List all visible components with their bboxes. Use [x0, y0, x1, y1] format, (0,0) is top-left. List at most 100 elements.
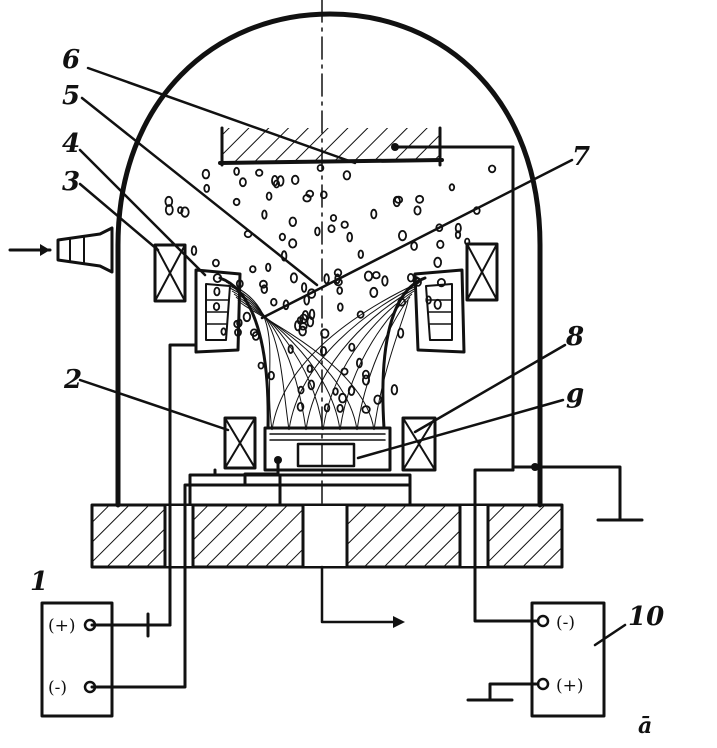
vapor-particle: [370, 208, 378, 220]
outer-coil-right: [465, 242, 499, 302]
vapor-particle: [288, 238, 298, 249]
vapor-particle: [361, 369, 370, 380]
vapor-particle: [233, 166, 240, 176]
field-line: [339, 293, 413, 431]
vapor-particle: [249, 265, 257, 274]
callout-7: 7: [572, 142, 590, 172]
gas-inlet: [8, 226, 114, 274]
vapor-particle: [270, 297, 278, 307]
vapor-particle: [305, 189, 315, 198]
vapor-particle: [306, 316, 315, 328]
field-line: [235, 296, 358, 431]
vapor-particle: [267, 370, 275, 381]
vapor-particle: [392, 195, 401, 208]
vapor-particle: [336, 302, 344, 312]
field-line: [373, 299, 409, 431]
vapor-particle: [201, 168, 211, 180]
vapor-particle: [213, 286, 221, 297]
vapor-particle: [319, 190, 328, 200]
vapor-particle: [454, 222, 462, 234]
vapor-particle: [373, 394, 383, 405]
vapor-particle: [257, 361, 265, 370]
vapor-particle: [307, 379, 315, 391]
vapor-particle: [336, 286, 344, 295]
bell-jar: [115, 11, 543, 508]
base-plate: [90, 503, 564, 569]
vapor-particle: [212, 302, 221, 312]
vapor-particle: [433, 298, 442, 310]
vapor-particle: [289, 272, 298, 284]
crucible-stand: [188, 468, 412, 507]
pump-outlet-arrow: [320, 565, 405, 628]
vapor-particle: [410, 241, 418, 251]
vapor-particle: [232, 197, 241, 207]
vapor-particle: [329, 214, 338, 222]
vapor-particle: [357, 249, 364, 259]
vapor-particle: [190, 245, 198, 256]
vapor-particle: [265, 262, 272, 273]
magnetic-funnel: [218, 276, 427, 431]
outer-coil-left: [153, 243, 187, 303]
vapor-particle: [261, 209, 268, 220]
vapor-particle: [323, 273, 330, 285]
vapor-particle: [288, 216, 297, 228]
vapor-particle: [435, 223, 444, 233]
vapor-particle: [314, 226, 321, 237]
vapor-particle: [333, 268, 343, 278]
vapor-particle: [164, 204, 174, 216]
vapor-particle: [255, 168, 264, 177]
vapor-particle: [296, 401, 305, 412]
vapor-particle: [415, 194, 425, 204]
vapor-particle: [390, 384, 399, 396]
field-line: [231, 290, 324, 431]
vapor-particle: [433, 256, 443, 268]
vapor-particle: [177, 206, 184, 215]
vapor-particle: [306, 364, 313, 374]
supply-left-plus-label: (+): [48, 616, 76, 636]
vapor-particle: [211, 258, 220, 268]
vapor-particle: [278, 232, 286, 242]
vapor-particle: [276, 175, 285, 187]
vapor-particle: [164, 195, 174, 207]
vapor-particle: [369, 286, 379, 298]
vapor-particles: [164, 164, 497, 414]
power-supply-right: (-) (+): [530, 601, 606, 718]
vapor-particle: [238, 177, 247, 188]
vapor-particle: [342, 170, 352, 181]
vapor-particle: [260, 284, 268, 295]
vapor-particle: [298, 325, 307, 337]
vapor-particle: [355, 357, 363, 369]
vapor-particle: [258, 279, 268, 289]
supply-right-plus-label: (+): [556, 676, 584, 696]
vapor-particle: [381, 275, 389, 287]
vapor-particle: [363, 270, 374, 282]
field-line: [288, 284, 419, 431]
vapor-particle: [287, 344, 294, 355]
vapor-particle: [397, 230, 407, 242]
supply-right-minus-label: (-): [556, 613, 575, 633]
field-line: [227, 284, 290, 431]
callout-9: g: [566, 379, 584, 409]
upper-coil-left: [194, 268, 242, 354]
callout-1: 1: [30, 567, 48, 597]
vapor-particle: [361, 374, 370, 386]
vapor-particle: [340, 220, 349, 229]
vapor-particle: [347, 385, 356, 396]
callout-2: 2: [63, 365, 82, 395]
vapor-particle: [271, 174, 279, 187]
vapor-particle: [203, 183, 211, 193]
vapor-particle: [220, 327, 227, 336]
corner-mark: ā: [638, 713, 652, 739]
callout-8: 8: [565, 322, 584, 352]
vapor-particle: [413, 205, 422, 216]
vapor-particle: [291, 174, 300, 185]
vapor-particle: [346, 231, 354, 243]
wiring: [90, 343, 644, 702]
vapor-particle: [319, 346, 327, 357]
vapor-particle: [371, 271, 381, 280]
vapor-particle: [242, 311, 252, 323]
vapor-particle: [320, 328, 330, 339]
field-line: [271, 281, 421, 431]
